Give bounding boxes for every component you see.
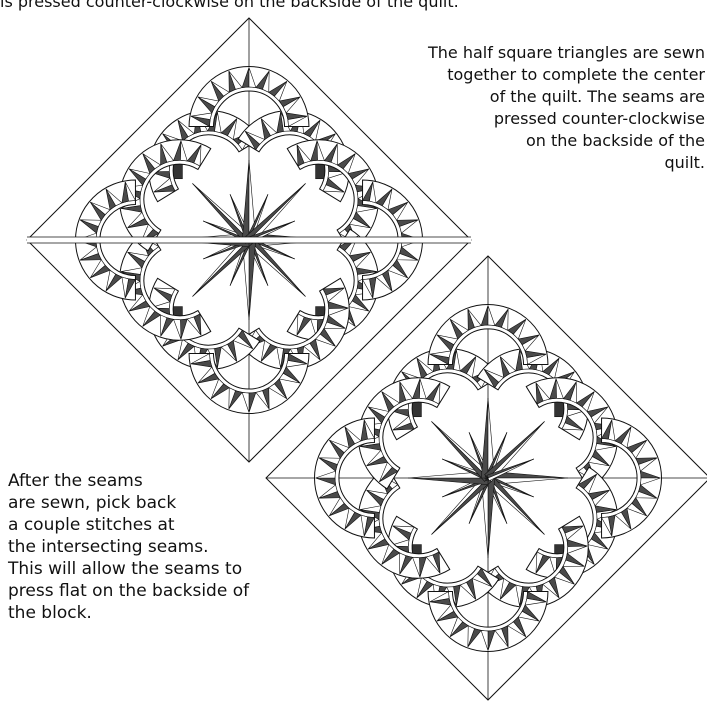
center-star: [408, 398, 568, 558]
